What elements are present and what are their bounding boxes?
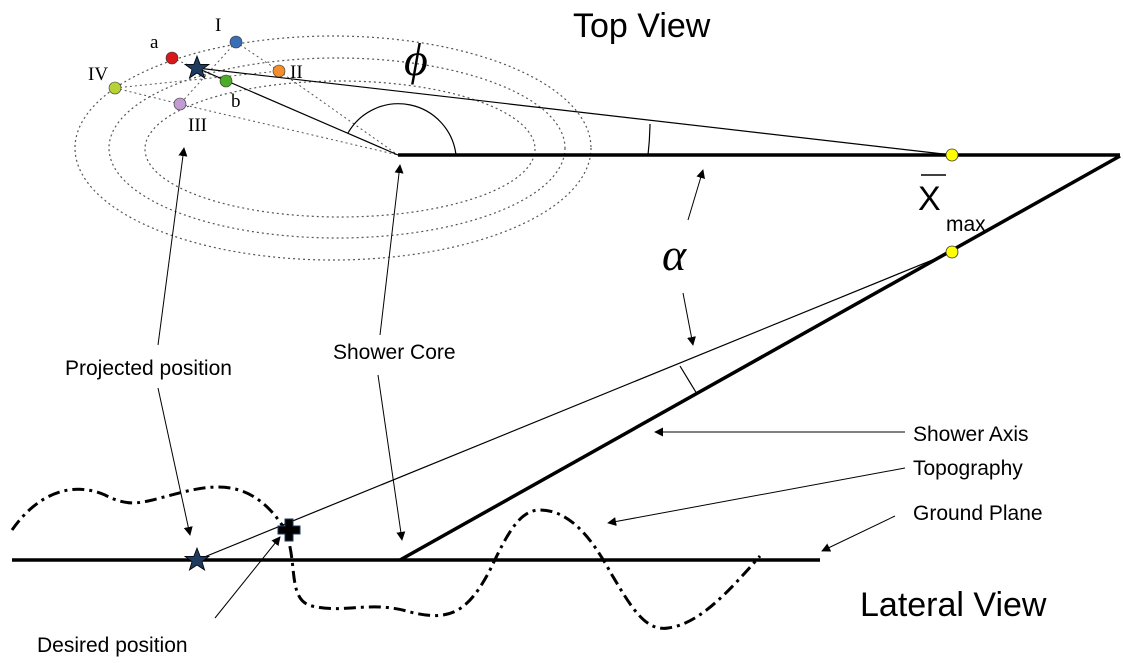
point-III <box>173 97 187 111</box>
link-IV-III <box>114 87 181 105</box>
point-b <box>219 74 233 88</box>
ring-3 <box>144 80 536 218</box>
label-a: a <box>150 32 159 53</box>
label-III: III <box>188 115 207 136</box>
alpha-arc <box>679 365 698 395</box>
top-view-title: Top View <box>573 7 711 45</box>
arrow-desired <box>214 536 281 619</box>
shower-core-label: Shower Core <box>333 341 456 364</box>
arrow-ground-plane <box>821 515 896 552</box>
projected-position-label: Projected position <box>65 357 232 380</box>
point-I <box>229 35 243 49</box>
phi-arc <box>347 103 457 156</box>
link-II-core <box>278 70 399 156</box>
arrow-projected-ground <box>157 387 193 536</box>
label-b: b <box>231 91 241 112</box>
phi-symbol: ϕ <box>404 34 428 85</box>
xmax-angle-arc <box>647 123 651 156</box>
label-I: I <box>215 15 221 36</box>
arrow-alpha-down <box>682 292 696 346</box>
shower-axis-line <box>399 154 1121 562</box>
star-icon <box>183 546 211 571</box>
line-star-xmax <box>196 67 953 156</box>
star-icon <box>183 54 211 79</box>
ground-plane-label: Ground Plane <box>913 502 1043 525</box>
point-II <box>272 64 286 78</box>
label-II: II <box>290 62 303 83</box>
topography-label: Topography <box>913 457 1023 480</box>
desired-position-label: Desired position <box>37 634 188 657</box>
point-a <box>165 51 179 65</box>
top-view: a I II b IV III ϕ X max Top View <box>74 7 1120 261</box>
lateral-view: α Lateral View <box>10 154 1121 630</box>
shower-axis-label: Shower Axis <box>913 423 1029 446</box>
topography-curve <box>10 485 762 630</box>
link-IV-II <box>114 70 280 89</box>
annotations: Projected position Shower Core Shower Ax… <box>37 147 1043 657</box>
xmax-label: X <box>918 180 941 218</box>
line-ground-star-xmax <box>196 251 953 561</box>
arrow-topography <box>607 467 906 526</box>
arrow-projected-top <box>157 147 188 346</box>
label-IV: IV <box>88 64 108 85</box>
xmax-subscript: max <box>946 213 986 236</box>
xmax-marker-top <box>945 148 959 162</box>
alpha-symbol: α <box>662 229 687 280</box>
link-III-core <box>179 103 399 156</box>
link-I-II <box>235 41 280 72</box>
ring-outer <box>74 35 592 261</box>
lateral-view-title: Lateral View <box>860 586 1047 624</box>
arrow-alpha-up <box>687 169 705 221</box>
ring-2 <box>108 57 566 239</box>
arrow-core-top <box>379 164 404 336</box>
point-IV <box>108 81 122 95</box>
cross-icon <box>277 518 301 542</box>
xmax-marker-lateral <box>945 245 959 259</box>
arrow-core-ground <box>377 374 406 541</box>
